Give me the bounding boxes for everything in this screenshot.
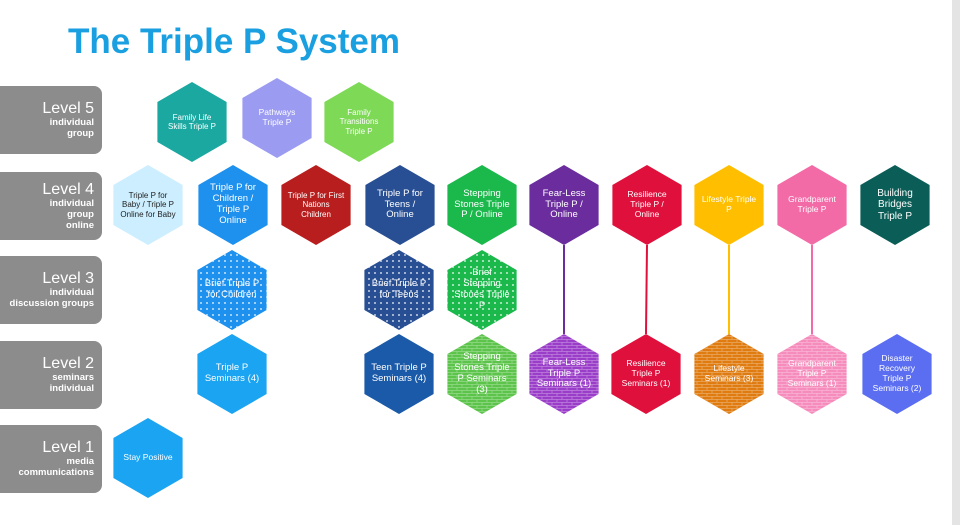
- program-hexagon: [447, 165, 517, 245]
- level-description: individual: [49, 383, 94, 394]
- hexagon-shape: [365, 165, 435, 245]
- program-hexagon: [447, 250, 517, 330]
- program-hexagon: [365, 165, 435, 245]
- hexagon-shape: [612, 165, 682, 245]
- hexagon-shape: [113, 165, 183, 245]
- connector-line: [645, 244, 648, 335]
- hexagon-shape: [197, 334, 267, 414]
- level-name: Level 2: [42, 355, 94, 372]
- hexagon-texture: [694, 334, 764, 414]
- level-name: Level 1: [42, 439, 94, 456]
- hexagon-shape: [364, 334, 434, 414]
- program-hexagon: [113, 418, 183, 498]
- hexagon-shape: [694, 165, 764, 245]
- program-hexagon: [113, 165, 183, 245]
- program-hexagon: [242, 78, 312, 158]
- hexagon-shape: [157, 82, 227, 162]
- level-description: seminars: [52, 372, 94, 383]
- program-hexagon: [197, 250, 267, 330]
- hexagon-shape: [862, 334, 932, 414]
- hexagon-shape: [611, 334, 681, 414]
- right-edge-bar: [952, 0, 960, 525]
- page-title: The Triple P System: [68, 22, 400, 61]
- hexagon-texture: [529, 334, 599, 414]
- hexagon-shape: [324, 82, 394, 162]
- level-description: group: [67, 209, 94, 220]
- program-hexagon: [447, 334, 517, 414]
- program-hexagon: [157, 82, 227, 162]
- program-hexagon: [197, 334, 267, 414]
- program-hexagon: [860, 165, 930, 245]
- level-description: individual: [49, 117, 94, 128]
- hexagon-texture: [364, 250, 434, 330]
- program-hexagon: [777, 165, 847, 245]
- hexagon-shape: [777, 165, 847, 245]
- hexagon-shape: [529, 165, 599, 245]
- program-hexagon: [694, 165, 764, 245]
- program-hexagon: [777, 334, 847, 414]
- hexagon-shape: [113, 418, 183, 498]
- program-hexagon: [281, 165, 351, 245]
- program-hexagon: [694, 334, 764, 414]
- level-description: group: [67, 128, 94, 139]
- hexagon-shape: [281, 165, 351, 245]
- program-hexagon: [612, 165, 682, 245]
- level-description: online: [66, 220, 94, 231]
- level-name: Level 3: [42, 270, 94, 287]
- hexagon-shape: [242, 78, 312, 158]
- level-name: Level 5: [42, 100, 94, 117]
- hexagon-shape: [860, 165, 930, 245]
- hexagon-texture: [447, 334, 517, 414]
- level-name: Level 4: [42, 181, 94, 198]
- hexagon-shape: [447, 165, 517, 245]
- hexagon-shape: [198, 165, 268, 245]
- hexagon-texture: [777, 334, 847, 414]
- level-description: individual: [49, 198, 94, 209]
- hexagon-texture: [197, 250, 267, 330]
- program-hexagon: [324, 82, 394, 162]
- program-hexagon: [529, 334, 599, 414]
- program-hexagon: [364, 334, 434, 414]
- hexagon-texture: [447, 250, 517, 330]
- level-description: discussion groups: [9, 298, 94, 309]
- program-hexagon: [198, 165, 268, 245]
- level-description: communications: [18, 467, 95, 478]
- program-hexagon: [529, 165, 599, 245]
- level-description: individual: [49, 287, 94, 298]
- program-hexagon: [364, 250, 434, 330]
- level-description: media: [66, 456, 94, 467]
- program-hexagon: [862, 334, 932, 414]
- program-hexagon: [611, 334, 681, 414]
